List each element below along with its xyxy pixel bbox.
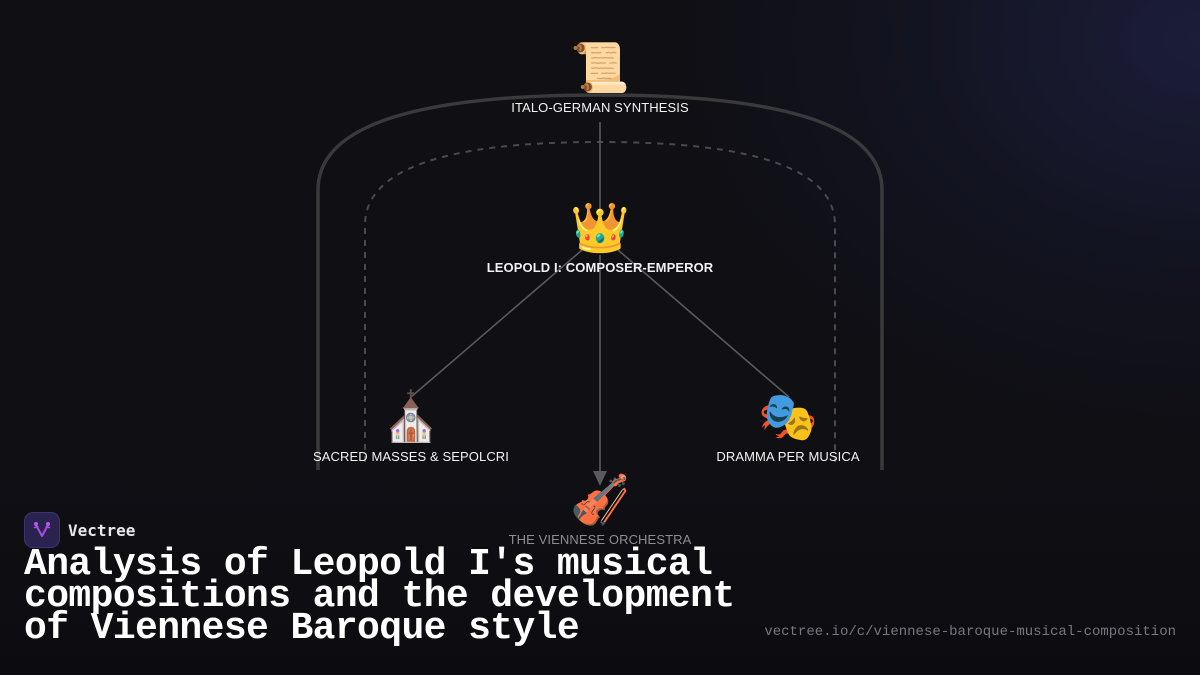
node-label: SACRED MASSES & SEPOLCRI (312, 449, 510, 464)
brand-name: Vectree (68, 520, 136, 540)
edge-leopold-dramma (617, 249, 790, 398)
node-leopold-composer-emperor[interactable]: 👑 LEOPOLD I: COMPOSER-EMPEROR (487, 200, 714, 275)
node-viennese-orchestra[interactable]: 🎻 THE VIENNESE ORCHESTRA (509, 472, 692, 547)
brand: Vectree (24, 512, 135, 548)
church-icon: ⛪ (381, 389, 441, 445)
crown-icon: 👑 (570, 200, 630, 256)
outer-frame-arc (316, 93, 884, 470)
node-label: THE VIENNESE ORCHESTRA (508, 532, 692, 547)
arrowhead-icon (593, 471, 607, 486)
violin-icon: 🎻 (570, 472, 630, 528)
vectree-logo-icon (24, 512, 60, 548)
page-title: Analysis of Leopold I's musical composit… (24, 543, 735, 650)
theater-masks-icon: 🎭 (758, 389, 818, 445)
node-label: ITALO-GERMAN SYNTHESIS (511, 100, 689, 115)
node-sacred-masses-sepolcri[interactable]: ⛪ SACRED MASSES & SEPOLCRI (313, 389, 509, 464)
node-label: DRAMMA PER MUSICA (716, 449, 860, 464)
node-italo-german-synthesis[interactable]: 📜 ITALO-GERMAN SYNTHESIS (511, 40, 688, 115)
scroll-icon: 📜 (570, 40, 630, 96)
page-url[interactable]: vectree.io/c/viennese-baroque-musical-co… (764, 624, 1176, 640)
node-dramma-per-musica[interactable]: 🎭 DRAMMA PER MUSICA (716, 389, 859, 464)
node-label: LEOPOLD I: COMPOSER-EMPEROR (486, 260, 714, 275)
edge-leopold-sacred (410, 249, 583, 398)
